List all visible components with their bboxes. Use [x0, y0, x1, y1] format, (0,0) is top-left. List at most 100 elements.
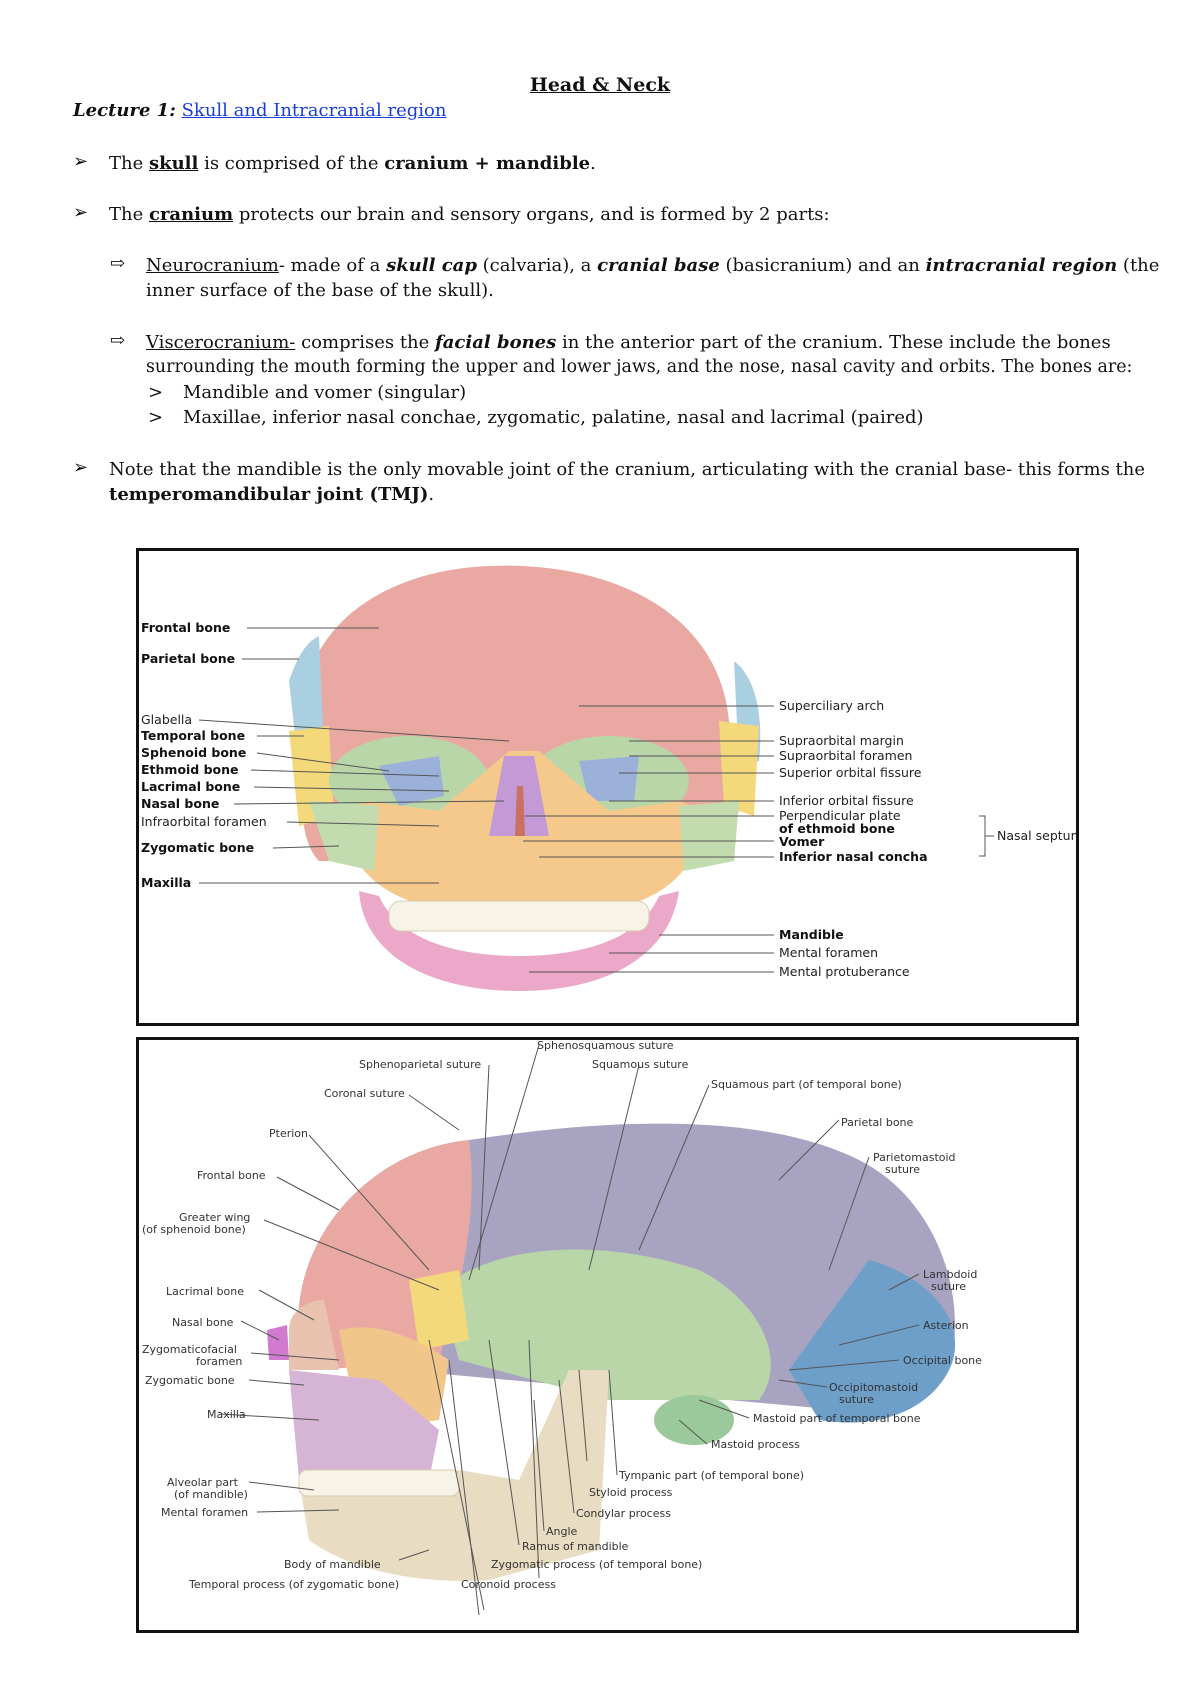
label-zygomatic-process: Zygomatic process (of temporal bone): [491, 1558, 702, 1571]
label-ramus-of-mandible: Ramus of mandible: [522, 1540, 629, 1553]
viscerocranium-singular: Mandible and vomer (singular): [183, 382, 467, 403]
label-maxilla: Maxilla: [141, 875, 191, 890]
mastoid-shape: [654, 1395, 734, 1445]
label-nasal-bone: Nasal bone: [141, 796, 219, 811]
label-angle: Angle: [546, 1525, 578, 1538]
label-parietomastoid: Parietomastoid: [873, 1151, 956, 1164]
label-squamous-suture: Squamous suture: [592, 1058, 689, 1071]
label-mental-foramen: Mental foramen: [161, 1506, 248, 1519]
bullet-arrow-icon: ➢: [73, 151, 89, 172]
label-lacrimal-bone: Lacrimal bone: [141, 779, 240, 794]
label-styloid-process: Styloid process: [589, 1486, 673, 1499]
nasal-bone-shape: [267, 1325, 289, 1360]
label-temporal-bone: Temporal bone: [141, 728, 245, 743]
label-superior-orbital-fissure: Superior orbital fissure: [779, 765, 922, 780]
sub-arrow-icon: ⇨: [110, 330, 126, 351]
label-tympanic-part: Tympanic part (of temporal bone): [618, 1469, 804, 1482]
label-coronal-suture: Coronal suture: [324, 1087, 405, 1100]
lecture-heading: Lecture 1: Skull and Intracranial region: [73, 100, 446, 121]
neurocranium-line2: inner surface of the base of the skull).: [146, 280, 494, 301]
skull-lateral-figure: Sphenosquamous suture Sphenoparietal sut…: [136, 1037, 1079, 1633]
label-of-mandible: (of mandible): [174, 1488, 248, 1501]
label-of-sphenoid-bone: (of sphenoid bone): [142, 1223, 246, 1236]
label-pterion: Pterion: [269, 1127, 308, 1140]
label-lambdoid: Lambdoid: [923, 1268, 977, 1281]
bullet-arrow-icon: ➢: [73, 202, 89, 223]
label-mental-protuberance: Mental protuberance: [779, 964, 910, 979]
label-supraorbital-foramen: Supraorbital foramen: [779, 748, 912, 763]
neurocranium-item: Neurocranium- made of a skull cap (calva…: [146, 255, 1160, 276]
label-asterion: Asterion: [923, 1319, 969, 1332]
label-mandible: Mandible: [779, 927, 844, 942]
label-greater-wing: Greater wing: [179, 1211, 250, 1224]
zygomatic-left-shape: [309, 801, 379, 871]
label-inferior-orbital-fissure: Inferior orbital fissure: [779, 793, 914, 808]
label-mastoid-part: Mastoid part of temporal bone: [753, 1412, 921, 1425]
sphenoid-right-shape: [579, 756, 639, 801]
label-parietal-bone: Parietal bone: [141, 651, 235, 666]
label-perpendicular-plate: Perpendicular plate: [779, 808, 901, 823]
mandible-shape: [359, 891, 679, 991]
sub-bullet-marker: >: [148, 382, 164, 403]
label-infraorbital-foramen: Infraorbital foramen: [141, 814, 267, 829]
viscerocranium-paired: Maxillae, inferior nasal conchae, zygoma…: [183, 407, 924, 428]
label-occipitomastoid: Occipitomastoid: [829, 1381, 918, 1394]
teeth-shape: [298, 1469, 460, 1497]
page-title: Head & Neck: [529, 74, 671, 96]
skull-anterior-illustration: Frontal bone Parietal bone Glabella Temp…: [141, 565, 1076, 991]
label-maxilla: Maxilla: [207, 1408, 246, 1421]
temporal-left-shape: [289, 726, 334, 826]
bullet-arrow-icon: ➢: [73, 457, 89, 478]
label-sphenoid-bone: Sphenoid bone: [141, 745, 246, 760]
bullet-cranium: The cranium protects our brain and senso…: [109, 204, 830, 225]
label-occipitomastoid-suture: suture: [839, 1393, 874, 1406]
lecture-label: Lecture 1:: [73, 100, 176, 121]
label-nasal-bone: Nasal bone: [172, 1316, 234, 1329]
label-glabella: Glabella: [141, 712, 192, 727]
sphenoid-left-shape: [379, 756, 444, 806]
label-lacrimal-bone: Lacrimal bone: [166, 1285, 244, 1298]
bullet-skull: The skull is comprised of the cranium + …: [109, 153, 596, 174]
label-superciliary-arch: Superciliary arch: [779, 698, 884, 713]
label-body-of-mandible: Body of mandible: [284, 1558, 381, 1571]
zygomatic-right-shape: [679, 801, 739, 871]
label-temporal-process: Temporal process (of zygomatic bone): [188, 1578, 399, 1591]
sub-arrow-icon: ⇨: [110, 253, 126, 274]
label-inferior-nasal-concha: Inferior nasal concha: [779, 849, 928, 864]
lecture-link[interactable]: Skull and Intracranial region: [181, 100, 447, 121]
greater-wing-shape: [409, 1270, 469, 1350]
label-frontal-bone: Frontal bone: [197, 1169, 266, 1182]
label-of-ethmoid-bone: of ethmoid bone: [779, 821, 895, 836]
viscerocranium-line2: surrounding the mouth forming the upper …: [146, 357, 1133, 377]
vomer-shape: [515, 786, 525, 836]
skull-lateral-illustration: Sphenosquamous suture Sphenoparietal sut…: [142, 1040, 982, 1616]
label-parietal-bone: Parietal bone: [841, 1116, 914, 1129]
occipital-bone-shape: [789, 1260, 956, 1423]
bullet-tmj-line1: Note that the mandible is the only movab…: [109, 459, 1146, 480]
label-occipital-bone: Occipital bone: [903, 1354, 982, 1367]
label-zygomaticofacial: Zygomaticofacial: [142, 1343, 237, 1356]
viscerocranium-item: Viscerocranium- comprises the facial bon…: [146, 332, 1111, 353]
bullet-tmj-line2: temperomandibular joint (TMJ).: [109, 484, 435, 505]
sub-bullet-marker: >: [148, 407, 164, 428]
label-supraorbital-margin: Supraorbital margin: [779, 733, 904, 748]
maxilla-shape: [289, 1370, 439, 1480]
label-squamous-part: Squamous part (of temporal bone): [711, 1078, 902, 1091]
label-zygomatic-bone: Zygomatic bone: [145, 1374, 235, 1387]
label-frontal-bone: Frontal bone: [141, 620, 230, 635]
label-parietomastoid-suture: suture: [885, 1163, 920, 1176]
label-alveolar-part: Alveolar part: [167, 1476, 239, 1489]
label-condylar-process: Condylar process: [576, 1507, 671, 1520]
label-ethmoid-bone: Ethmoid bone: [141, 762, 239, 777]
skull-anterior-figure: Frontal bone Parietal bone Glabella Temp…: [136, 548, 1079, 1026]
temporal-right-shape: [719, 721, 759, 816]
label-coronoid-process: Coronoid process: [461, 1578, 556, 1591]
temporal-bone-shape: [439, 1249, 771, 1400]
label-vomer: Vomer: [779, 834, 825, 849]
label-zygomaticofacial-foramen: foramen: [196, 1355, 242, 1368]
label-sphenosquamous-suture: Sphenosquamous suture: [537, 1040, 674, 1052]
nasal-shape: [289, 1300, 339, 1370]
label-nasal-septum: Nasal septum: [997, 828, 1076, 843]
teeth-shape: [388, 900, 650, 932]
label-mental-foramen: Mental foramen: [779, 945, 878, 960]
